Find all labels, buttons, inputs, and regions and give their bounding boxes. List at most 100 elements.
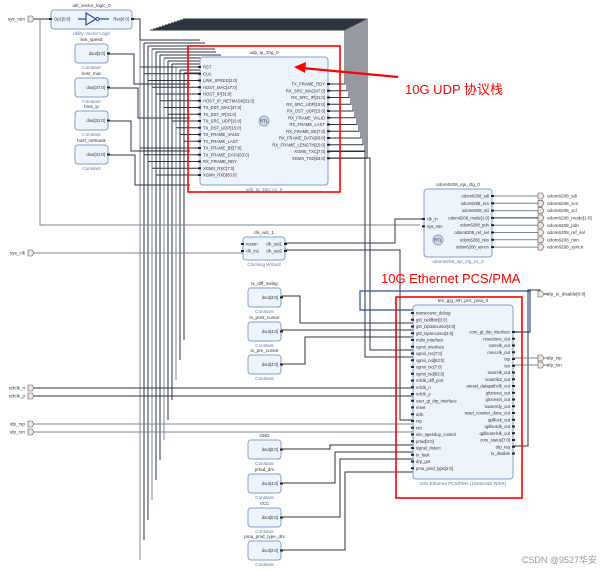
pin[interactable]	[512, 358, 515, 360]
input-port-refclk_n[interactable]: refclk_n	[9, 384, 35, 392]
net-wire[interactable]	[281, 471, 413, 551]
pin[interactable]	[327, 96, 330, 99]
net-wire[interactable]	[108, 87, 190, 119]
pin[interactable]	[198, 66, 201, 68]
pin[interactable]	[280, 448, 283, 451]
pin[interactable]	[411, 393, 414, 395]
pin[interactable]	[327, 110, 330, 112]
pin[interactable]	[241, 250, 244, 252]
net-wire[interactable]	[108, 154, 190, 186]
pin[interactable]	[198, 120, 201, 122]
pin[interactable]	[411, 345, 414, 348]
pin[interactable]	[198, 106, 201, 109]
pin[interactable]	[327, 157, 330, 160]
output-port[interactable]: sfp_tx_disable[0:0]	[537, 290, 585, 298]
pin[interactable]	[512, 391, 515, 394]
pin[interactable]	[411, 440, 414, 443]
net-wire[interactable]	[177, 20, 364, 146]
block-body[interactable]	[242, 236, 286, 261]
pin[interactable]	[411, 453, 414, 456]
block-udp_ip_10g_0[interactable]: udp_ip_10g_0udp_ip_10g_v1_0RTLRSTCLKLINK…	[198, 50, 330, 192]
pin[interactable]	[411, 460, 414, 463]
pin[interactable]	[198, 86, 201, 89]
pin[interactable]	[411, 359, 414, 362]
pin[interactable]	[198, 79, 201, 82]
pin[interactable]	[491, 202, 494, 205]
pin[interactable]	[491, 216, 494, 219]
pin[interactable]	[284, 250, 287, 252]
input-port-sfp_rxp[interactable]: sfp_rxp	[10, 420, 35, 428]
net-wire[interactable]	[150, 29, 346, 85]
pin[interactable]	[491, 195, 494, 197]
pin[interactable]	[411, 332, 414, 335]
net-wire[interactable]	[39, 19, 420, 226]
pin[interactable]	[198, 167, 201, 170]
output-port[interactable]: odom6208_mode[1:0]	[537, 214, 592, 222]
pin[interactable]	[411, 406, 414, 409]
pin[interactable]	[327, 116, 330, 119]
pin[interactable]	[198, 93, 201, 95]
net-wire[interactable]	[281, 458, 413, 518]
pin[interactable]	[512, 439, 515, 441]
pin[interactable]	[512, 364, 515, 367]
output-port[interactable]: odom6208_rstn	[537, 236, 579, 244]
pin[interactable]	[491, 231, 494, 234]
net-wire[interactable]	[153, 28, 348, 92]
pin[interactable]	[491, 209, 494, 212]
pin[interactable]	[280, 330, 283, 333]
pin[interactable]	[327, 137, 330, 139]
pin[interactable]	[198, 99, 201, 102]
pin[interactable]	[512, 378, 515, 381]
pin[interactable]	[198, 113, 201, 116]
pin[interactable]	[491, 238, 494, 241]
net-wire[interactable]	[108, 120, 190, 152]
pin[interactable]	[491, 224, 494, 227]
net-wire[interactable]	[285, 249, 413, 421]
pin[interactable]	[327, 150, 330, 153]
pin[interactable]	[107, 119, 110, 122]
input-port-sfp_rxn[interactable]: sfp_rxn	[10, 428, 35, 436]
pin[interactable]	[107, 52, 110, 55]
pin[interactable]	[512, 452, 515, 455]
pin[interactable]	[327, 103, 330, 106]
pin[interactable]	[198, 140, 201, 143]
pin[interactable]	[411, 467, 414, 470]
pin[interactable]	[411, 399, 414, 402]
pin[interactable]	[411, 318, 414, 321]
pin[interactable]	[411, 312, 414, 314]
output-port[interactable]: odom6208_ref_sel	[537, 229, 585, 236]
net-wire[interactable]	[359, 304, 413, 311]
pin[interactable]	[280, 549, 283, 552]
output-port[interactable]: odom6208_sdi	[537, 192, 577, 200]
pin[interactable]	[131, 18, 134, 20]
pin[interactable]	[512, 425, 515, 428]
pin[interactable]	[512, 405, 515, 408]
net-wire[interactable]	[328, 157, 413, 351]
net-wire[interactable]	[108, 53, 190, 85]
pin[interactable]	[327, 130, 330, 133]
pin[interactable]	[411, 413, 414, 416]
pin[interactable]	[411, 420, 414, 422]
pin[interactable]	[512, 331, 515, 333]
pin[interactable]	[241, 243, 244, 245]
pin[interactable]	[411, 379, 414, 382]
net-wire[interactable]	[328, 150, 413, 358]
input-port-refclk_p[interactable]: refclk_p	[9, 392, 35, 400]
pin[interactable]	[327, 89, 330, 92]
output-port[interactable]: odom6208_pdn	[537, 221, 579, 229]
pin[interactable]	[280, 363, 283, 366]
input-port-sys_clk[interactable]: sys_clk	[10, 249, 35, 257]
pin[interactable]	[280, 296, 283, 299]
pin[interactable]	[411, 433, 414, 436]
pin[interactable]	[422, 218, 425, 220]
pin[interactable]	[512, 385, 515, 387]
pin[interactable]	[411, 325, 414, 328]
